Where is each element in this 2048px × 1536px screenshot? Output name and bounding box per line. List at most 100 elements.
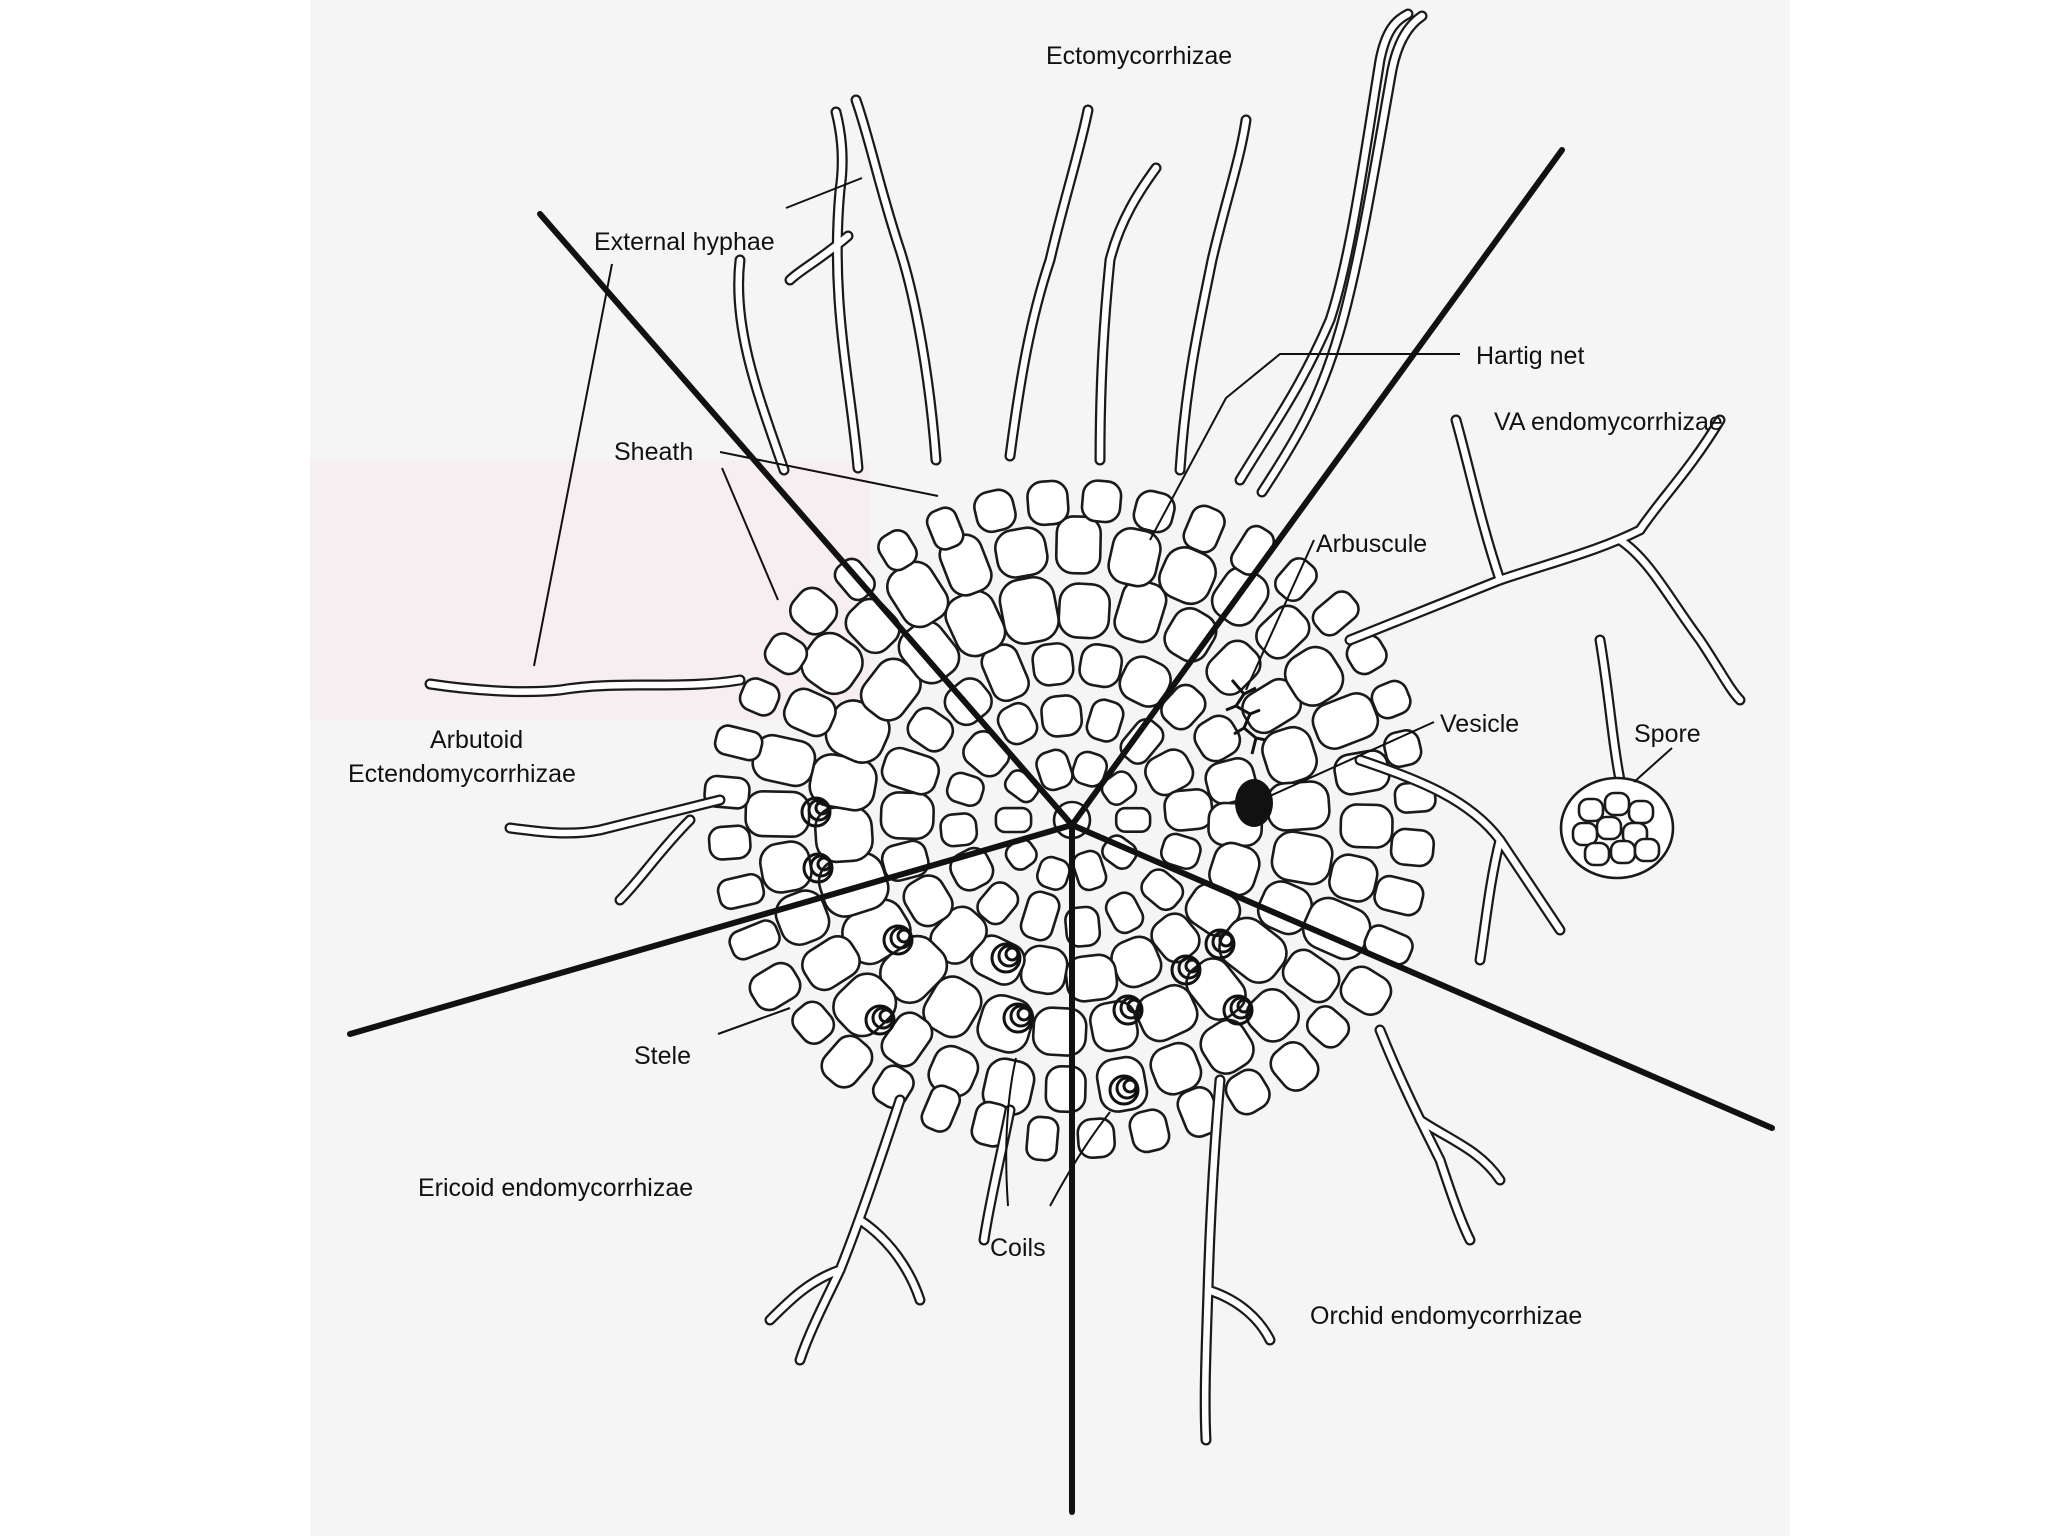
hypha-strand-fill: [1452, 416, 1504, 584]
divider-right: [1069, 822, 1775, 1131]
root-cell: [1224, 1068, 1271, 1116]
root-cell: [1031, 642, 1075, 687]
root-cell: [1085, 698, 1125, 743]
spore-cell: [1571, 821, 1599, 847]
label-va-endomycorrhizae: VA endomycorrhizae: [1494, 408, 1723, 436]
root-cell: [716, 872, 766, 911]
leader-stele: [717, 1007, 791, 1035]
vesicle-shape: [1235, 779, 1273, 827]
leader-spore: [1633, 747, 1673, 783]
leader-external-hyphae-1: [785, 177, 863, 209]
root-cell: [902, 874, 954, 928]
root-cell: [1328, 853, 1379, 903]
spore-cell: [1577, 797, 1605, 823]
root-cell: [1035, 748, 1074, 792]
hypha-strand-fill: [1596, 636, 1624, 784]
root-cell: [820, 1034, 874, 1089]
hypha-strand-fill: [1636, 416, 1724, 534]
root-cell: [906, 706, 955, 753]
root-cell: [996, 701, 1039, 746]
hypha-strand-fill: [796, 1096, 904, 1364]
root-cell: [1071, 750, 1109, 788]
root-cell: [922, 975, 983, 1039]
root-cell: [1071, 849, 1108, 892]
root-cell: [939, 812, 979, 848]
hypha-strand-fill: [766, 1266, 844, 1324]
root-cell: [897, 619, 961, 685]
hypha-strand: [1202, 1284, 1276, 1346]
root-cell: [800, 631, 864, 696]
root-cell: [1025, 1115, 1060, 1162]
root-cell: [1019, 944, 1069, 996]
hypha-strand-fill: [735, 256, 788, 474]
hypha-strand-fill: [1096, 164, 1160, 464]
root-cell: [1031, 1006, 1088, 1057]
root-cell: [1026, 479, 1070, 527]
arbuscule-shape: [1225, 679, 1267, 755]
label-vesicle: Vesicle: [1440, 710, 1519, 738]
coil-loop: [1126, 998, 1142, 1014]
leader-coils-2: [1049, 1111, 1111, 1207]
divider-left: [347, 822, 1075, 1037]
root-cell: [877, 529, 918, 572]
root-cell: [801, 935, 861, 992]
root-cell: [1064, 953, 1119, 1003]
root-cell: [738, 677, 781, 717]
hypha-strand-fill: [1006, 106, 1092, 460]
root-cell: [1128, 1108, 1171, 1154]
root-cell: [1100, 770, 1138, 806]
root-cell: [1159, 832, 1202, 871]
spore-cell: [1609, 839, 1637, 865]
root-cell: [920, 1084, 962, 1133]
hypha-strand-fill: [1258, 12, 1426, 496]
root-cell: [880, 746, 941, 796]
hypha-strand: [733, 254, 790, 476]
root-cell: [1373, 874, 1425, 917]
hypha-strand-fill: [1616, 536, 1744, 704]
root-cell: [945, 771, 985, 808]
spore-cell: [1627, 799, 1655, 825]
root-cell: [1140, 868, 1185, 912]
divider-top-right: [1069, 147, 1565, 828]
spore-cell: [1595, 815, 1623, 841]
leader-hartig-net: [1149, 353, 1460, 541]
root-cell: [763, 632, 809, 676]
root-cell: [925, 506, 965, 551]
background-tint: [310, 460, 870, 720]
spore-cell: [1633, 837, 1661, 863]
root-cell: [1265, 780, 1331, 832]
coil-loop: [1004, 946, 1020, 962]
label-sheath: Sheath: [614, 438, 693, 466]
hypha-strand-fill: [1416, 1116, 1504, 1184]
root-cell: [1054, 515, 1103, 575]
root-cell: [998, 575, 1060, 645]
root-cell: [1281, 948, 1341, 1004]
root-cell: [1163, 788, 1214, 832]
root-cell: [1370, 679, 1412, 720]
root-cell: [879, 791, 935, 841]
label-ectomycorrhizae: Ectomycorrhizae: [1046, 42, 1232, 70]
root-cell: [788, 586, 839, 636]
coil-loop: [816, 856, 832, 872]
root-cell: [782, 687, 837, 738]
root-cell: [748, 961, 802, 1012]
spore-structure: [1559, 776, 1675, 880]
divider-top-left: [537, 211, 1075, 828]
labels: Ectomycorrhizae External hyphae Hartig n…: [348, 42, 1723, 1330]
label-ectendomycorrhizae: Ectendomycorrhizae: [348, 760, 576, 788]
spore-cell: [1603, 791, 1631, 817]
root-cell: [1270, 830, 1334, 886]
root-cell: [1311, 590, 1360, 637]
root-cell: [713, 724, 764, 762]
label-arbuscule: Arbuscule: [1316, 530, 1427, 558]
coil-loop: [1016, 1006, 1032, 1022]
root-cell: [1132, 489, 1176, 534]
coil-loop: [1122, 1078, 1138, 1094]
root-cell: [1261, 725, 1318, 786]
hypha-strand-fill: [786, 232, 852, 284]
root-cell: [1019, 890, 1061, 942]
root-cell: [1269, 1041, 1320, 1092]
label-arbutoid: Arbutoid: [430, 726, 523, 754]
root-cell: [1044, 1064, 1087, 1114]
